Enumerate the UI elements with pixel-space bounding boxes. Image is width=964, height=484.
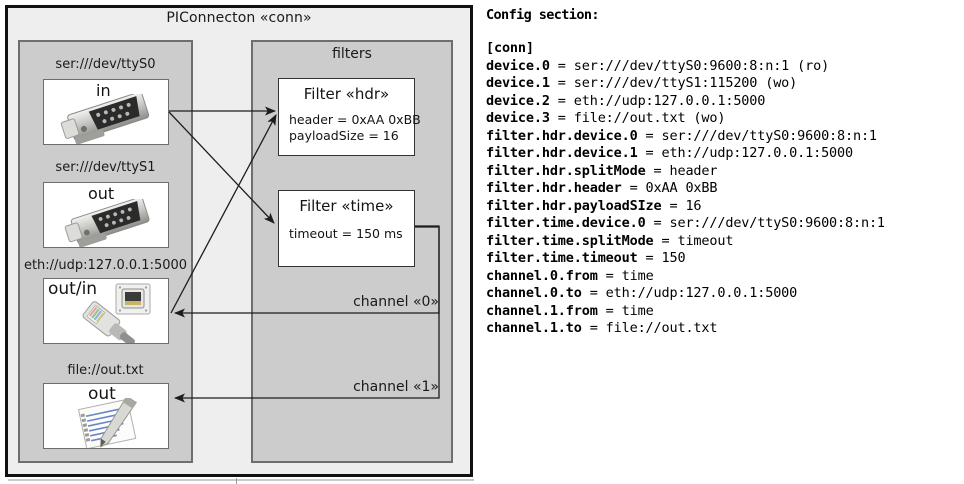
edge-ttyS0-to-time xyxy=(168,111,275,224)
config-line-value: = eth://udp:127.0.0.1:5000 xyxy=(581,285,798,301)
config-line: channel.1.from = time xyxy=(486,303,885,321)
device-box-file[interactable]: out xyxy=(43,383,169,449)
config-line: filter.time.device.0 = ser:///dev/ttyS0:… xyxy=(486,215,885,233)
filter-box-time[interactable]: Filter «time» timeout = 150 ms xyxy=(278,190,415,267)
config-line-key: channel.1.to xyxy=(486,320,582,336)
config-line-key: filter.time.device.0 xyxy=(486,215,646,231)
config-line: device.1 = ser:///dev/ttyS1:115200 (wo) xyxy=(486,75,885,93)
config-line-value: = time xyxy=(597,267,654,284)
config-line-key: device.1 xyxy=(486,75,550,91)
config-line-key: [conn] xyxy=(486,40,534,56)
config-line-value: = 0xAA 0xBB xyxy=(621,180,718,196)
device-box-ttyS1[interactable]: out xyxy=(43,182,169,248)
device-box-ttyS0[interactable]: in xyxy=(43,79,169,145)
config-text: [conn]device.0 = ser:///dev/ttyS0:9600:8… xyxy=(486,40,885,338)
config-section: Config section: [conn]device.0 = ser:///… xyxy=(484,0,964,484)
config-line: device.3 = file://out.txt (wo) xyxy=(486,110,885,128)
filter-attr-payloadsize: payloadSize = 16 xyxy=(289,128,399,143)
config-line: filter.time.splitMode = timeout xyxy=(486,233,885,251)
config-line: channel.0.to = eth://udp:127.0.0.1:5000 xyxy=(486,285,885,303)
diagram-edges xyxy=(168,106,440,403)
config-line-key: filter.hdr.splitMode xyxy=(486,162,646,179)
config-line-key: filter.hdr.device.0 xyxy=(486,127,638,144)
config-line-value: = time xyxy=(597,302,654,319)
config-line-key: filter.time.timeout xyxy=(486,250,638,266)
config-line-value: = file://out.txt (wo) xyxy=(549,110,726,126)
config-line: channel.0.from = time xyxy=(486,268,885,286)
device-label-file: file://out.txt xyxy=(67,363,144,378)
device-label-eth: eth://udp:127.0.0.1:5000 xyxy=(23,258,188,273)
config-line-value: = eth://udp:127.0.0.1:5000 xyxy=(549,92,766,109)
filter-title-hdr: Filter «hdr» xyxy=(303,85,390,103)
config-line-value: = header xyxy=(645,162,718,179)
config-line: device.0 = ser:///dev/ttyS0:9600:8:n:1 (… xyxy=(486,58,885,76)
config-line-key: device.0 xyxy=(486,57,550,74)
device-io-eth: out/in xyxy=(48,279,98,299)
device-box-eth[interactable]: out/in xyxy=(43,278,169,344)
serial-port-icon xyxy=(60,94,150,144)
edge-channel-0 xyxy=(174,225,440,318)
frame-shadow xyxy=(8,479,474,481)
config-line-key: device.3 xyxy=(486,110,550,126)
config-line: filter.time.timeout = 150 xyxy=(486,250,885,268)
config-line-value: = timeout xyxy=(653,232,734,249)
config-line-value: = 16 xyxy=(661,197,702,214)
edge-channel-1 xyxy=(174,226,440,403)
config-line: channel.1.to = file://out.txt xyxy=(486,320,885,338)
config-line-key: filter.time.splitMode xyxy=(486,232,654,249)
config-line: filter.hdr.device.1 = eth://udp:127.0.0.… xyxy=(486,145,885,163)
config-line-key: channel.0.from xyxy=(486,267,598,284)
diagram-title: PIConnecton «conn» xyxy=(166,10,312,26)
config-line: filter.hdr.payloadSIze = 16 xyxy=(486,198,885,216)
ethernet-cable-icon xyxy=(82,283,151,343)
edge-eth-to-hdr xyxy=(170,114,277,314)
frame-tick xyxy=(236,478,237,484)
config-line-value: = eth://udp:127.0.0.1:5000 xyxy=(637,145,854,161)
device-label-ttyS1: ser:///dev/ttyS1 xyxy=(55,160,156,175)
config-line-value: = ser:///dev/ttyS0:9600:8:n:1 xyxy=(637,127,878,144)
channel-1-label: channel «1» xyxy=(353,379,439,395)
config-line-value: = ser:///dev/ttyS1:115200 (wo) xyxy=(549,75,798,91)
config-line-key: device.2 xyxy=(486,92,550,109)
architecture-diagram: PIConnecton «conn» ser:///dev/ttyS0 in xyxy=(5,5,474,484)
config-line-key: channel.1.from xyxy=(486,302,598,319)
filter-title-time: Filter «time» xyxy=(299,197,394,215)
device-io-ttyS1: out xyxy=(88,184,115,203)
channel-0-label: channel «0» xyxy=(353,294,439,310)
config-line-key: filter.hdr.payloadSIze xyxy=(486,197,662,214)
config-line-value: = ser:///dev/ttyS0:9600:8:n:1 xyxy=(645,215,886,231)
config-line-value: = ser:///dev/ttyS0:9600:8:n:1 (ro) xyxy=(549,57,830,74)
config-line-value: = 150 xyxy=(637,250,686,266)
config-line-key: filter.hdr.header xyxy=(486,180,622,196)
filter-attr-timeout: timeout = 150 ms xyxy=(289,226,403,241)
config-line-key: filter.hdr.device.1 xyxy=(486,145,638,161)
config-line: filter.hdr.splitMode = header xyxy=(486,163,885,181)
filter-box-hdr[interactable]: Filter «hdr» header = 0xAA 0xBB payloadS… xyxy=(278,78,421,156)
config-line: filter.hdr.device.0 = ser:///dev/ttyS0:9… xyxy=(486,128,885,146)
config-line: [conn] xyxy=(486,40,885,58)
device-io-file: out xyxy=(88,384,116,404)
config-line-value: = file://out.txt xyxy=(581,320,718,336)
filter-attr-header: header = 0xAA 0xBB xyxy=(289,112,421,127)
config-heading: Config section: xyxy=(486,7,600,23)
serial-port-icon xyxy=(64,199,150,247)
text-file-icon xyxy=(77,398,137,448)
filters-panel-title: filters xyxy=(332,46,372,62)
config-line: device.2 = eth://udp:127.0.0.1:5000 xyxy=(486,93,885,111)
config-line-key: channel.0.to xyxy=(486,285,582,301)
device-io-ttyS0: in xyxy=(96,81,111,100)
device-label-ttyS0: ser:///dev/ttyS0 xyxy=(55,57,156,72)
config-line: filter.hdr.header = 0xAA 0xBB xyxy=(486,180,885,198)
